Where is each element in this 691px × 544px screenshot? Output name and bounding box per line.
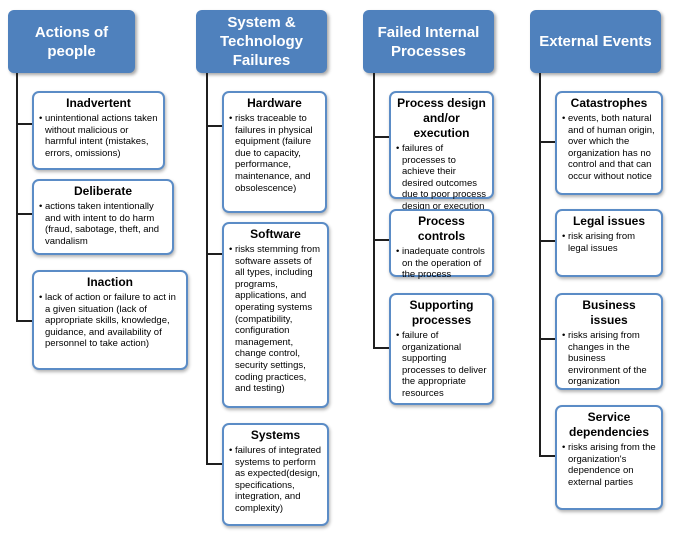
- card-title: Hardware: [247, 96, 302, 110]
- bullet-icon: •: [562, 330, 566, 341]
- risk-card-deliberate: Deliberate •actions taken intentionally …: [32, 179, 174, 255]
- column-header-external-events: External Events: [530, 10, 661, 73]
- card-description: unintentional actions taken without mali…: [45, 113, 158, 159]
- card-title: Business issues: [582, 298, 636, 327]
- bullet-icon: •: [562, 442, 566, 453]
- card-title: Process design and/or execution: [397, 96, 486, 140]
- connector-branch: [539, 141, 555, 143]
- risk-card-inaction: Inaction •lack of action or failure to a…: [32, 270, 188, 370]
- connector-branch: [16, 320, 32, 322]
- risk-card-business-issues: Business issues •risks arising from chan…: [555, 293, 663, 390]
- card-title: Inadvertent: [66, 96, 131, 110]
- card-title: Deliberate: [73, 184, 133, 198]
- bullet-icon: •: [39, 292, 43, 303]
- card-description: lack of action or failure to act in a gi…: [45, 292, 176, 350]
- card-description: failure of organizational supporting pro…: [402, 330, 487, 399]
- card-title: Systems: [250, 428, 301, 442]
- connector-spine: [16, 73, 18, 322]
- card-description: risks arising from the organization's de…: [568, 442, 656, 488]
- card-description: actions taken intentionally and with int…: [45, 201, 160, 247]
- risk-card-service-dependencies: Service dependencies •risks arising from…: [555, 405, 663, 510]
- card-title: Supporting processes: [409, 298, 474, 327]
- card-title: Process controls: [417, 214, 466, 243]
- connector-branch: [16, 213, 32, 215]
- connector-spine: [206, 73, 208, 465]
- connector-spine: [539, 73, 541, 457]
- connector-branch: [373, 347, 389, 349]
- risk-card-systems: Systems •failures of integrated systems …: [222, 423, 329, 526]
- card-description: failures of integrated systems to perfor…: [235, 445, 322, 514]
- connector-branch: [206, 125, 222, 127]
- risk-card-legal-issues: Legal issues •risk arising from legal is…: [555, 209, 663, 277]
- card-title: Catastrophes: [570, 96, 648, 110]
- card-description: risks traceable to failures in physical …: [235, 113, 313, 194]
- bullet-icon: •: [396, 246, 400, 257]
- column-header-system-technology-failures: System & Technology Failures: [196, 10, 327, 73]
- connector-branch: [373, 136, 389, 138]
- bullet-icon: •: [562, 231, 566, 242]
- card-description: risk arising from legal issues: [568, 231, 636, 254]
- connector-branch: [16, 123, 32, 125]
- card-description: inadequate controls on the operation of …: [402, 246, 485, 281]
- risk-card-hardware: Hardware •risks traceable to failures in…: [222, 91, 327, 213]
- connector-branch: [206, 253, 222, 255]
- column-header-failed-internal-processes: Failed Internal Processes: [363, 10, 494, 73]
- card-description: risks stemming from software assets of a…: [235, 244, 320, 395]
- risk-card-process-controls: Process controls •inadequate controls on…: [389, 209, 494, 280]
- risk-card-supporting-processes: Supporting processes •failure of organiz…: [389, 293, 494, 405]
- bullet-icon: •: [229, 244, 233, 255]
- card-description: risks arising from changes in the busine…: [568, 330, 647, 388]
- risk-card-software: Software •risks stemming from software a…: [222, 222, 329, 408]
- bullet-icon: •: [39, 201, 43, 212]
- card-title: Software: [250, 227, 301, 241]
- connector-branch: [206, 463, 222, 465]
- card-description: failures of processes to achieve their d…: [402, 143, 486, 212]
- bullet-icon: •: [229, 445, 233, 456]
- card-title: Inaction: [86, 275, 133, 289]
- risk-card-inadvertent: Inadvertent •unintentional actions taken…: [32, 91, 165, 170]
- connector-branch: [539, 338, 555, 340]
- card-title: Service dependencies: [568, 410, 650, 439]
- risk-card-process-design-execution: Process design and/or execution •failure…: [389, 91, 494, 212]
- connector-branch: [539, 240, 555, 242]
- bullet-icon: •: [562, 113, 566, 124]
- connector-branch: [373, 239, 389, 241]
- risk-card-catastrophes: Catastrophes •events, both natural and o…: [555, 91, 663, 195]
- connector-branch: [539, 455, 555, 457]
- card-title: Legal issues: [572, 214, 646, 228]
- connector-spine: [373, 73, 375, 349]
- bullet-icon: •: [229, 113, 233, 124]
- bullet-icon: •: [396, 330, 400, 341]
- column-header-actions-of-people: Actions of people: [8, 10, 135, 73]
- card-description: events, both natural and of human origin…: [568, 113, 655, 182]
- bullet-icon: •: [39, 113, 43, 124]
- bullet-icon: •: [396, 143, 400, 154]
